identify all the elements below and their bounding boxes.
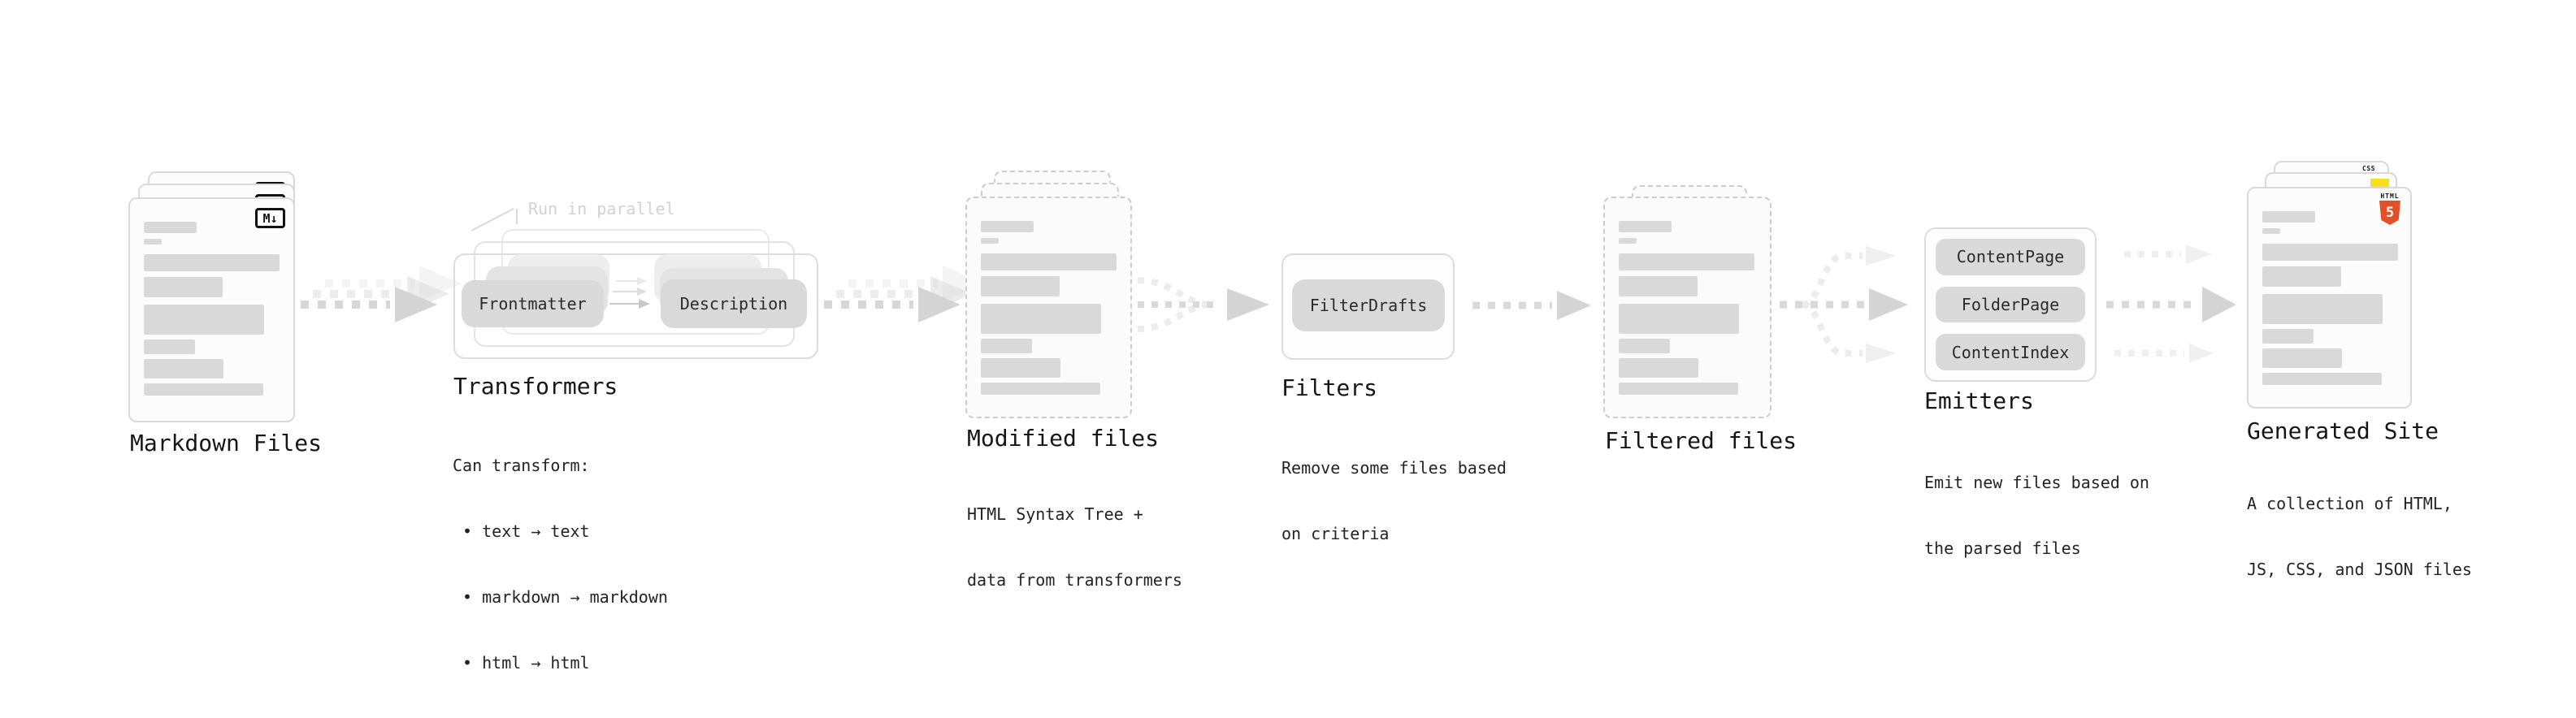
emitters-description: Emit new files based on the parsed files <box>1924 428 2149 603</box>
skeleton-bar <box>144 340 195 354</box>
contentindex-pill: ContentIndex <box>1936 334 2085 371</box>
skeleton-bar <box>981 383 1100 395</box>
description-line: Emit new files based on <box>1924 473 2149 492</box>
filterdrafts-pill: FilterDrafts <box>1292 279 1445 331</box>
generated-site-label: Generated Site <box>2247 417 2439 444</box>
modified-files-label: Modified files <box>967 425 1160 452</box>
skeleton-bar <box>2262 244 2398 261</box>
pipeline-diagram: M↓ M↓ M↓ Markdown Files <box>128 161 2472 673</box>
html5-icon-number: 5 <box>2385 205 2395 221</box>
skeleton-bar <box>2262 211 2315 223</box>
html-file-card-front: HTML 5 <box>2247 187 2412 409</box>
skeleton-bar <box>1619 253 1754 270</box>
flow-arrow-transformers-to-modified <box>824 266 985 322</box>
skeleton-bar <box>144 254 280 271</box>
skeleton-bar <box>981 358 1060 378</box>
description-line: HTML Syntax Tree + <box>967 504 1143 524</box>
modified-files-description: HTML Syntax Tree + data from transformer… <box>967 460 1182 635</box>
flow-arrow-modified-to-filters <box>1137 277 1269 332</box>
file-content-skeleton <box>1619 221 1759 395</box>
emitter-pill-list: ContentPage FolderPage ContentIndex <box>1936 239 2085 371</box>
skeleton-bar <box>981 221 1034 232</box>
flow-arrow-filters-to-filtered <box>1472 291 1591 320</box>
file-content-skeleton <box>144 222 282 396</box>
skeleton-bar <box>2262 373 2382 385</box>
skeleton-bar <box>144 277 223 297</box>
skeleton-bar <box>981 304 1101 334</box>
flow-arrow-markdown-to-transformers <box>301 266 462 322</box>
description-line: Remove some files based <box>1281 458 1507 478</box>
generated-site-description: A collection of HTML, JS, CSS, and JSON … <box>2247 449 2472 625</box>
markdown-icon-text: M↓ <box>262 210 278 226</box>
skeleton-bar <box>2262 294 2383 324</box>
filtered-files-group <box>1603 185 1798 422</box>
modified-files-group <box>965 171 1160 422</box>
html5-icon-text: HTML <box>2380 192 2400 200</box>
filters-label: Filters <box>1281 374 1378 401</box>
description-line: • markdown → markdown <box>453 587 668 607</box>
transformer-layer-card-front <box>453 253 818 359</box>
skeleton-bar <box>144 383 263 396</box>
skeleton-bar <box>1619 238 1637 244</box>
html5-icon: HTML 5 <box>2378 192 2402 225</box>
skeleton-bar <box>1619 383 1738 395</box>
javascript-icon <box>2370 179 2389 189</box>
transform-step-arrows <box>609 277 650 309</box>
skeleton-bar <box>1619 221 1672 232</box>
folderpage-pill: FolderPage <box>1936 286 2085 323</box>
css-icon-text: CSS <box>2362 165 2375 172</box>
description-line: JS, CSS, and JSON files <box>2247 560 2472 579</box>
file-content-skeleton <box>981 221 1119 395</box>
markdown-files-group: M↓ M↓ M↓ <box>128 171 323 423</box>
flow-arrow-filtered-to-emitters <box>1780 246 1908 363</box>
emitters-card: ContentPage FolderPage ContentIndex <box>1924 227 2097 382</box>
modified-file-card-front <box>965 197 1132 418</box>
frontmatter-pill: Frontmatter <box>462 280 604 327</box>
html5-icon-shield: 5 <box>2379 201 2400 225</box>
skeleton-bar <box>981 339 1032 353</box>
transformers-label: Transformers <box>453 373 618 400</box>
description-line: A collection of HTML, <box>2247 494 2452 513</box>
run-in-parallel-label: Run in parallel <box>528 199 675 218</box>
skeleton-bar <box>1619 358 1698 378</box>
description-line: Can transform: <box>453 456 590 475</box>
markdown-files-label: Markdown Files <box>130 430 323 456</box>
markdown-icon: M↓ <box>255 208 285 228</box>
contentpage-pill: ContentPage <box>1936 239 2085 275</box>
description-line: data from transformers <box>967 570 1182 590</box>
skeleton-bar <box>2262 266 2341 287</box>
skeleton-bar <box>1619 276 1698 296</box>
flow-arrow-emitters-to-site <box>2106 244 2236 363</box>
emitters-label: Emitters <box>1924 387 2034 414</box>
skeleton-bar <box>1619 304 1739 334</box>
filtered-files-label: Filtered files <box>1605 427 1798 454</box>
description-line: the parsed files <box>1924 538 2081 558</box>
skeleton-bar <box>144 359 223 378</box>
skeleton-bar <box>2262 329 2314 344</box>
filters-description: Remove some files based on criteria <box>1281 413 1507 589</box>
skeleton-bar <box>981 276 1060 296</box>
skeleton-bar <box>144 305 264 335</box>
filters-card: FilterDrafts <box>1281 253 1455 360</box>
transformers-description: Can transform: • text → text • markdown … <box>453 411 668 718</box>
skeleton-bar <box>1619 339 1670 353</box>
skeleton-bar <box>981 253 1117 270</box>
description-pill: Description <box>661 279 807 328</box>
filtered-file-card-front <box>1603 197 1772 418</box>
skeleton-bar <box>981 238 999 244</box>
file-content-skeleton <box>2262 211 2399 385</box>
skeleton-bar <box>2262 228 2280 234</box>
skeleton-bar <box>144 239 162 244</box>
markdown-file-card-front: M↓ <box>128 197 295 422</box>
description-line: on criteria <box>1281 524 1390 543</box>
skeleton-bar <box>144 222 197 233</box>
description-line: • text → text <box>453 521 590 541</box>
generated-site-group: CSS HTML 5 <box>2247 161 2442 413</box>
skeleton-bar <box>2262 348 2342 368</box>
description-line: • html → html <box>453 653 590 673</box>
run-in-parallel-callout-line <box>471 208 518 231</box>
